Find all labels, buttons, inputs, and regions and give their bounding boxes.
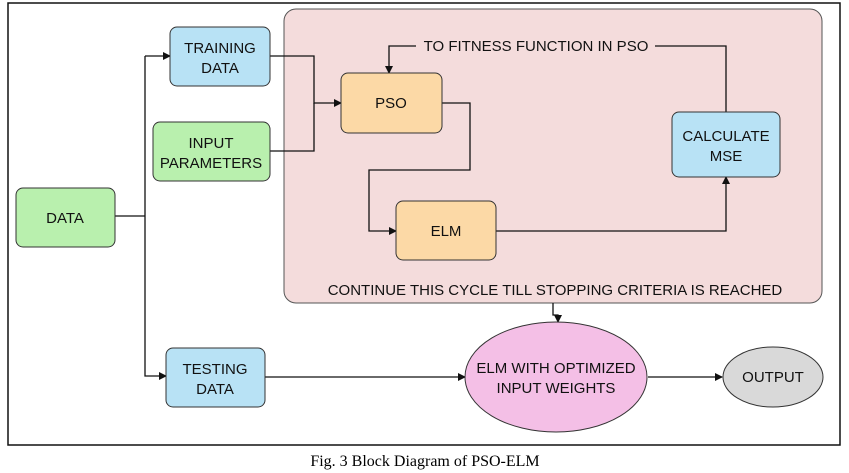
testing-data-label-line1: TESTING [182, 361, 247, 378]
connector-cycle-optimized [552, 303, 562, 323]
testing-data-box [165, 347, 266, 408]
training-data-label-line1: TRAINING [184, 40, 256, 57]
connector-training-pso [270, 55, 342, 107]
pso-box [340, 72, 443, 134]
feedback-label: TO FITNESS FUNCTION IN PSO [424, 38, 649, 55]
testing-data-node: TESTING DATA [165, 347, 266, 408]
pso-node: PSO [340, 72, 443, 134]
connector-pso-elm [368, 102, 471, 235]
elm-optimized-node: ELM WITH OPTIMIZED INPUT WEIGHTS [464, 321, 648, 433]
data-node: DATA [15, 187, 116, 248]
connector-data-trunk [144, 56, 167, 380]
output-node: OUTPUT [722, 346, 824, 408]
training-data-label-line2: DATA [201, 60, 239, 77]
pso-label: PSO [375, 95, 407, 112]
connector-elm-mse [496, 176, 730, 232]
connector-parameters-pso [270, 103, 315, 152]
calculate-mse-label-line2: MSE [710, 148, 743, 165]
training-data-box [169, 26, 271, 87]
input-parameters-node: INPUT PARAMETERS [152, 121, 271, 182]
cycle-label: CONTINUE THIS CYCLE TILL STOPPING CRITER… [328, 282, 783, 299]
training-data-node: TRAINING DATA [169, 26, 271, 87]
elm-node: ELM [395, 200, 497, 261]
calculate-mse-label-line1: CALCULATE [682, 128, 769, 145]
input-parameters-label-line2: PARAMETERS [160, 155, 262, 172]
connector-mse-feedback-right [655, 45, 727, 112]
output-ellipse [722, 346, 824, 408]
data-node-box [15, 187, 116, 248]
elm-optimized-label-line2: INPUT WEIGHTS [497, 380, 616, 397]
testing-data-label-line2: DATA [196, 381, 234, 398]
elm-label: ELM [431, 223, 462, 240]
input-parameters-label-line1: INPUT [189, 135, 234, 152]
calculate-mse-node: CALCULATE MSE [671, 111, 781, 178]
connector-feedback-pso [385, 45, 416, 74]
elm-optimized-ellipse [464, 321, 648, 433]
calculate-mse-box [671, 111, 781, 178]
elm-optimized-label-line1: ELM WITH OPTIMIZED [476, 360, 635, 377]
output-label: OUTPUT [742, 369, 804, 386]
input-parameters-box [152, 121, 271, 182]
connectors [115, 45, 730, 381]
figure-caption: Fig. 3 Block Diagram of PSO-ELM [310, 453, 539, 470]
elm-box [395, 200, 497, 261]
data-node-label: DATA [46, 210, 84, 227]
